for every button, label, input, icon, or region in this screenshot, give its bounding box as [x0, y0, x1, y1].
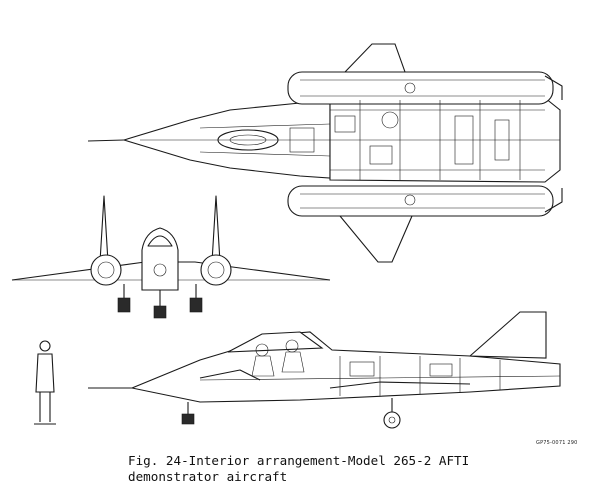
caption-line-1: Fig. 24-Interior arrangement-Model 265-2… [128, 453, 470, 468]
side-view [88, 311, 561, 429]
top-view [87, 43, 563, 263]
figure-caption: Fig. 24-Interior arrangement-Model 265-2… [128, 453, 469, 485]
human-scale-figure [34, 340, 56, 425]
caption-line-2: demonstrator aircraft [128, 469, 288, 484]
front-view [11, 195, 331, 319]
drawing-reference-code: GP75-0071 290 [536, 440, 578, 446]
